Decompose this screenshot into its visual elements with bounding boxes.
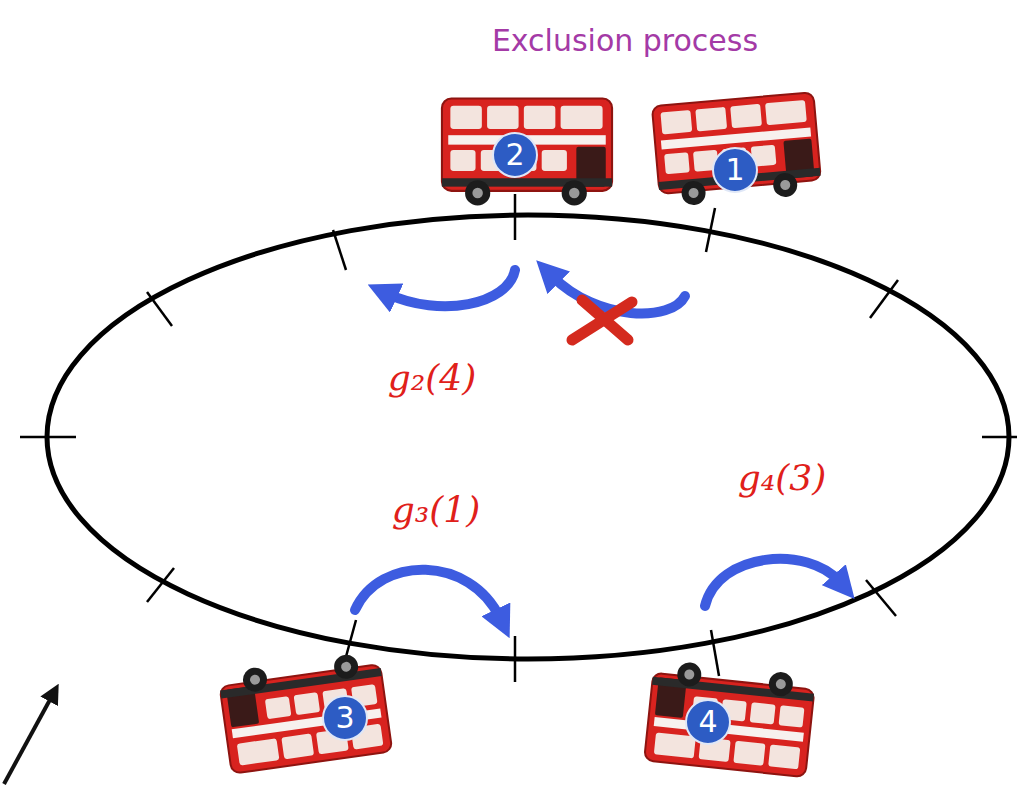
title: Exclusion process	[492, 23, 758, 58]
number-badge: 4	[685, 699, 731, 745]
rate-label: g₃(1)	[392, 490, 480, 530]
callout-number: 4	[698, 707, 717, 737]
lattice-ring	[47, 215, 1009, 659]
rate-label: g₂(4)	[388, 358, 476, 398]
rate-label: g₄(3)	[738, 458, 826, 498]
hop-arrows	[355, 270, 840, 618]
bus-icon	[218, 650, 393, 774]
site-ticks	[20, 194, 1017, 682]
bus-icon	[644, 659, 816, 777]
blocked-cross	[572, 300, 632, 340]
callout-number: 3	[335, 703, 354, 733]
number-badge: 1	[712, 147, 758, 193]
pointer-arrow	[4, 696, 52, 784]
bus-icon	[442, 98, 612, 205]
callout-number: 2	[505, 140, 524, 170]
callout-number: 1	[725, 155, 744, 185]
number-badge: 3	[322, 695, 368, 741]
bus-icon	[652, 92, 822, 208]
number-badge: 2	[492, 132, 538, 178]
